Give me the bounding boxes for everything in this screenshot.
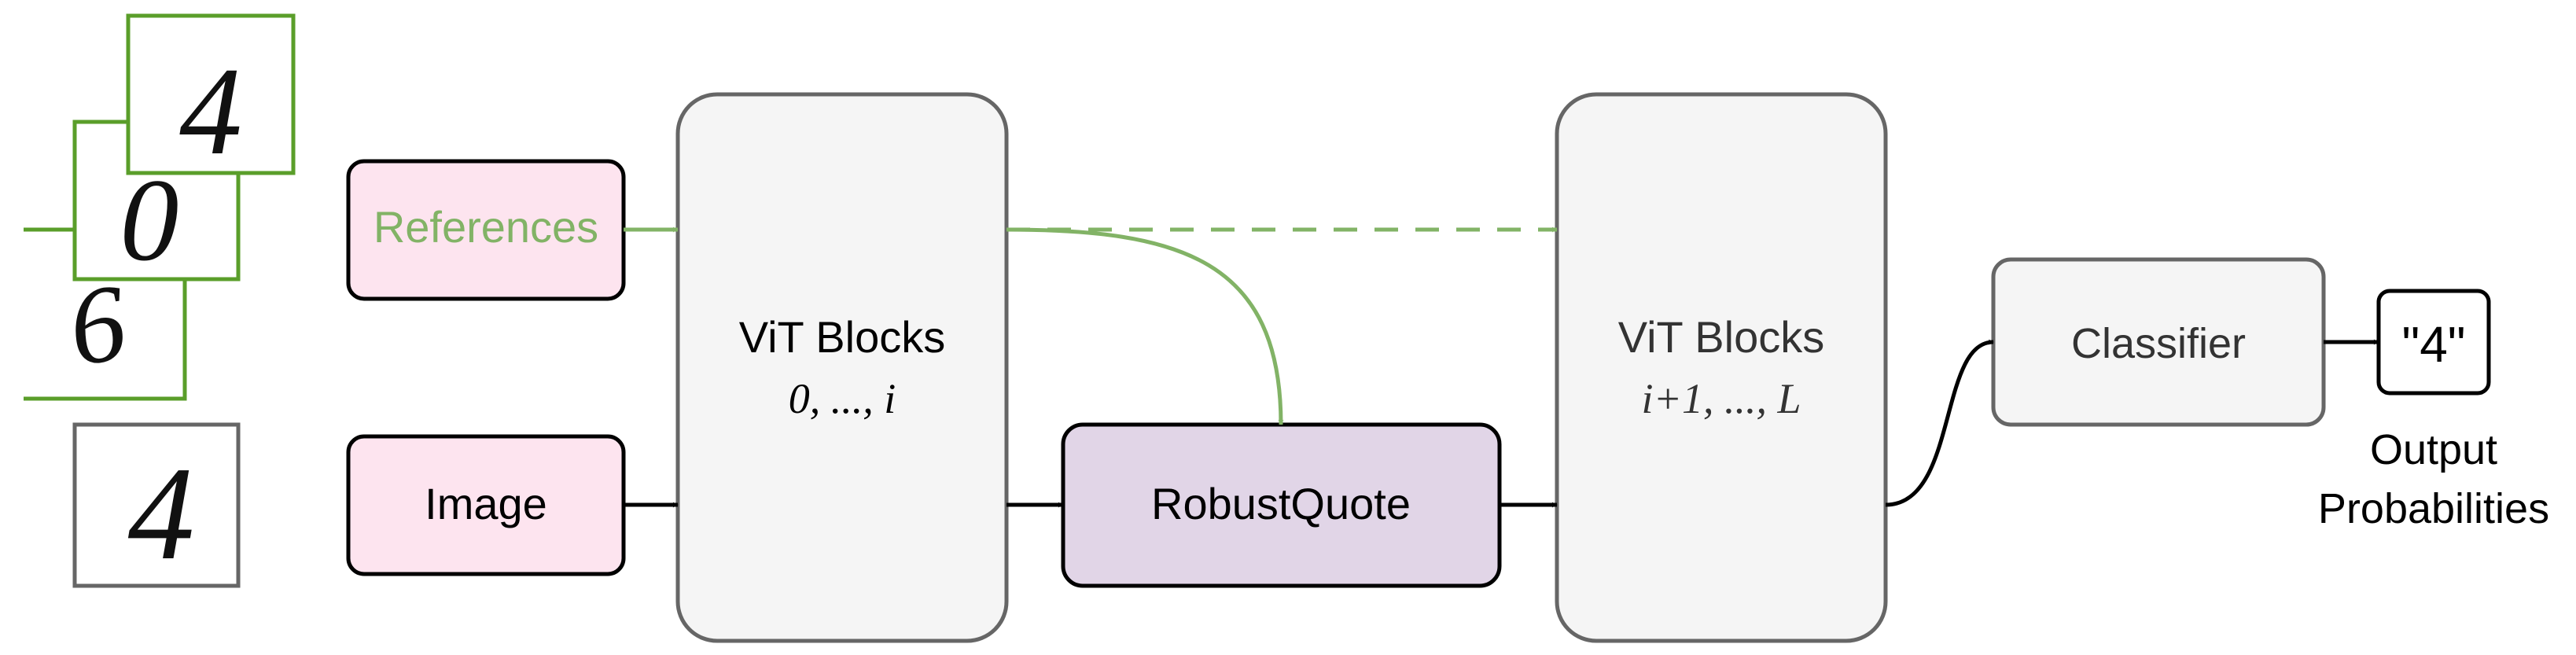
classifier-label: Classifier [2071,320,2246,367]
output-box: "4" [2376,289,2491,396]
image-box: Image [346,434,626,576]
output-caption-line-2: Probabilities [2318,485,2549,532]
output-value: "4" [2401,316,2465,373]
vit-blocks-first: ViT Blocks 0, ..., i [675,92,1009,643]
reference-digit-stack: 6 0 4 [24,13,296,401]
arrow-vit-to-classifier [1885,339,1994,507]
references-label: References [374,202,598,252]
reference-digit-card-0: 0 [24,120,241,285]
input-digit-4: 4 [128,440,195,587]
vit-blocks-first-range: 0, ..., i [789,375,896,422]
vit-blocks-second-range: i+1, ..., L [1642,375,1801,422]
robustquote-label: RobustQuote [1151,479,1411,528]
vit-blocks-second: ViT Blocks i+1, ..., L [1555,92,1888,643]
input-digit-card: 4 [72,422,241,588]
vit-blocks-first-title: ViT Blocks [739,312,945,362]
robustquote-box: RobustQuote [1061,422,1502,588]
references-box: References [346,159,626,301]
reference-digit-card-6: 6 [24,227,187,401]
reference-digit-4: 4 [179,41,242,181]
arrow-references-to-robustquote [1006,227,1284,425]
vit-blocks-second-title: ViT Blocks [1618,312,1824,362]
image-label: Image [425,479,547,528]
reference-digit-card-4: 4 [126,13,296,181]
reference-digit-0: 0 [120,155,179,285]
classifier-box: Classifier [1991,257,2326,427]
output-caption-line-1: Output [2370,426,2497,473]
